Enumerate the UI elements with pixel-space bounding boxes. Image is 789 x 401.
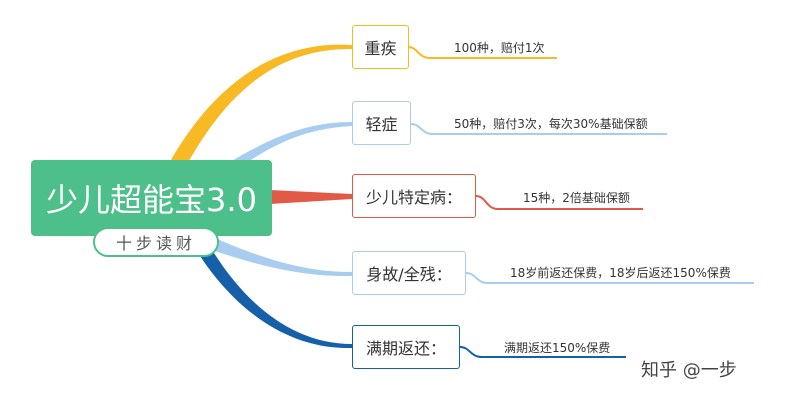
branch-detail-maturity: 满期返还150%保费: [504, 341, 611, 355]
underline-maturity: [459, 346, 626, 358]
branch-detail-child-disease: 15种，2倍基础保额: [523, 191, 630, 205]
branch-detail-death: 18岁前返还保费，18岁后返还150%保费: [510, 266, 731, 280]
branch-node-child-disease[interactable]: 少儿特定病：: [352, 174, 476, 218]
branch-label: 重疾: [364, 39, 397, 58]
branch-label: 身故/全残：: [366, 265, 452, 284]
underline-death: [465, 272, 754, 284]
branch-detail-critical-illness: 100种，赔付1次: [454, 41, 545, 55]
connector-child-disease: [270, 190, 352, 204]
root-subtitle: 十步读财: [93, 227, 219, 257]
branch-node-mild-illness[interactable]: 轻症: [352, 101, 411, 145]
watermark: 知乎 @一步: [641, 360, 737, 381]
root-node[interactable]: 少儿超能宝3.0: [31, 160, 272, 236]
connector-death: [212, 238, 352, 277]
branch-node-critical-illness[interactable]: 重疾: [352, 25, 409, 69]
branch-node-maturity[interactable]: 满期返还：: [352, 325, 460, 369]
connector-critical-illness: [168, 44, 352, 168]
connector-mild-illness: [230, 122, 352, 164]
connector-maturity: [190, 238, 352, 349]
branch-label: 少儿特定病：: [365, 188, 462, 207]
underline-critical-illness: [407, 46, 557, 59]
branch-node-death[interactable]: 身故/全残：: [352, 251, 466, 295]
branch-label: 轻症: [365, 115, 398, 134]
branch-label: 满期返还：: [365, 339, 446, 358]
branch-detail-mild-illness: 50种，赔付3次，每次30%基础保额: [454, 117, 648, 131]
underline-child-disease: [475, 195, 643, 210]
underline-mild-illness: [410, 123, 667, 135]
